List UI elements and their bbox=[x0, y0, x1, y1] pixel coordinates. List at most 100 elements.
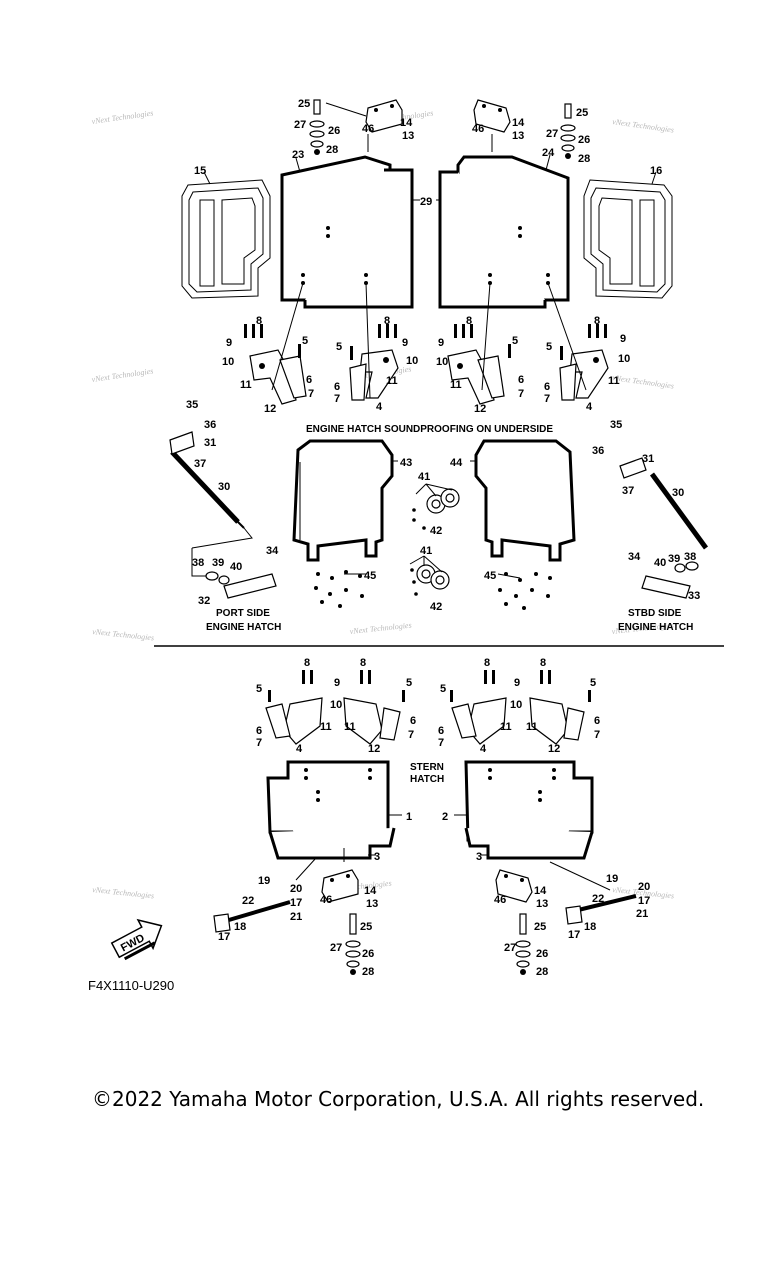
part-callout: 3 bbox=[374, 851, 380, 863]
part-callout: 31 bbox=[642, 453, 654, 465]
latch-block-bottom-right bbox=[495, 869, 533, 903]
part-callout: 9 bbox=[514, 677, 520, 689]
hinge-upper-1 bbox=[249, 349, 307, 405]
grommets-lower bbox=[416, 564, 450, 590]
part-callout: 13 bbox=[512, 130, 524, 142]
part-callout: 8 bbox=[540, 657, 546, 669]
copyright-notice: ©2022 Yamaha Motor Corporation, U.S.A. A… bbox=[92, 1087, 705, 1111]
part-callout: 10 bbox=[618, 353, 630, 365]
hinge-upper-2 bbox=[349, 349, 399, 401]
part-callout: 44 bbox=[450, 457, 463, 469]
part-callout: 11 bbox=[526, 721, 538, 733]
part-callout: 25 bbox=[534, 921, 546, 933]
diagram-code: F4X1110-U290 bbox=[88, 978, 174, 993]
part-callout: 40 bbox=[230, 561, 242, 573]
part-callout: 6 bbox=[438, 725, 444, 737]
engine-hatch-group bbox=[169, 431, 709, 610]
bolt-stack-bottom-right bbox=[515, 913, 531, 975]
part-callout: 5 bbox=[440, 683, 446, 695]
watermark: vNext Technologies bbox=[612, 117, 675, 135]
part-callout: 14 bbox=[364, 885, 377, 897]
part-callout: 7 bbox=[256, 737, 262, 749]
part-callout: 4 bbox=[480, 743, 487, 755]
part-callout: 8 bbox=[484, 657, 490, 669]
fwd-arrow: FWD bbox=[110, 918, 163, 961]
part-callout: 8 bbox=[360, 657, 366, 669]
part-callout: 25 bbox=[576, 107, 588, 119]
gas-spring-left bbox=[169, 431, 245, 529]
port-side-label-line2: ENGINE HATCH bbox=[206, 622, 281, 633]
part-callout: 17 bbox=[290, 897, 302, 909]
stern-hatch-label-line1: STERN bbox=[410, 762, 444, 773]
part-callout: 7 bbox=[544, 393, 550, 405]
part-callout: 42 bbox=[430, 525, 442, 537]
mount-holes bbox=[301, 226, 550, 285]
part-callout: 37 bbox=[194, 458, 206, 470]
part-callout: 3 bbox=[476, 851, 482, 863]
part-callout: 20 bbox=[638, 881, 650, 893]
hinge-bolts-lower bbox=[268, 670, 591, 702]
part-callout: 46 bbox=[320, 894, 332, 906]
watermark: vNext Technologies bbox=[349, 621, 412, 636]
part-callout: 33 bbox=[688, 590, 700, 602]
hinge-assemblies-upper bbox=[244, 282, 609, 405]
part-callout: 40 bbox=[654, 557, 666, 569]
part-callout: 41 bbox=[418, 471, 430, 483]
bolt-stack-top-left bbox=[309, 99, 325, 155]
gas-spring-lower-right bbox=[565, 894, 637, 925]
port-side-label-line1: PORT SIDE bbox=[216, 608, 270, 619]
part-callout: 24 bbox=[542, 147, 555, 159]
part-callout: 6 bbox=[544, 381, 550, 393]
part-callout: 25 bbox=[360, 921, 372, 933]
part-callout: 11 bbox=[344, 721, 356, 733]
part-callout: 11 bbox=[240, 379, 252, 391]
part-callout: 35 bbox=[186, 399, 198, 411]
part-callout: 38 bbox=[192, 557, 204, 569]
part-callout: 26 bbox=[328, 125, 340, 137]
part-callout: 15 bbox=[194, 165, 206, 177]
part-callout: 4 bbox=[296, 743, 303, 755]
part-callout: 18 bbox=[234, 921, 246, 933]
part-callout: 11 bbox=[320, 721, 332, 733]
hinge-bolts-upper bbox=[244, 324, 607, 360]
part-callout: 17 bbox=[218, 931, 230, 943]
engine-hatch-soundproofing-label: ENGINE HATCH SOUNDPROOFING ON UNDERSIDE bbox=[306, 424, 553, 435]
part-callout: 4 bbox=[586, 401, 593, 413]
part-callout: 6 bbox=[594, 715, 600, 727]
latch-block-top-left bbox=[365, 99, 403, 133]
part-callout: 25 bbox=[298, 98, 310, 110]
part-callout: 14 bbox=[534, 885, 547, 897]
part-callout: 12 bbox=[264, 403, 276, 415]
fastener-dots bbox=[314, 508, 552, 610]
stern-hatch-left bbox=[266, 760, 390, 842]
part-callout: 11 bbox=[608, 375, 620, 387]
part-callout: 2 bbox=[442, 811, 448, 823]
part-callout: 7 bbox=[438, 737, 444, 749]
part-callout: 31 bbox=[204, 437, 216, 449]
part-callout: 10 bbox=[406, 355, 418, 367]
part-callout: 39 bbox=[668, 553, 680, 565]
part-callout: 14 bbox=[400, 117, 413, 129]
engine-hatch-panel-right bbox=[474, 439, 576, 562]
part-callout: 13 bbox=[366, 898, 378, 910]
watermark: vNext Technologies bbox=[612, 373, 675, 391]
part-callout: 7 bbox=[408, 729, 414, 741]
part-callout: 5 bbox=[590, 677, 596, 689]
part-callout: 8 bbox=[466, 315, 472, 327]
watermark: vNext Technologies bbox=[92, 885, 155, 900]
gas-spring-right bbox=[619, 457, 709, 550]
part-callout: 9 bbox=[438, 337, 444, 349]
bolt-stack-top-right bbox=[560, 103, 576, 159]
leader-lines-top bbox=[203, 102, 657, 201]
part-callout: 46 bbox=[472, 123, 484, 135]
part-callout: 43 bbox=[400, 457, 412, 469]
part-callout: 14 bbox=[512, 117, 525, 129]
part-callout: 11 bbox=[450, 379, 462, 391]
part-callout: 46 bbox=[362, 123, 374, 135]
section-labels: ENGINE HATCH SOUNDPROOFING ON UNDERSIDE … bbox=[88, 424, 693, 993]
part-callout: 9 bbox=[402, 337, 408, 349]
part-callouts: 25 27 26 28 46 14 13 23 46 14 13 25 27 2… bbox=[186, 98, 700, 978]
part-callout: 6 bbox=[256, 725, 262, 737]
part-callout: 8 bbox=[594, 315, 600, 327]
